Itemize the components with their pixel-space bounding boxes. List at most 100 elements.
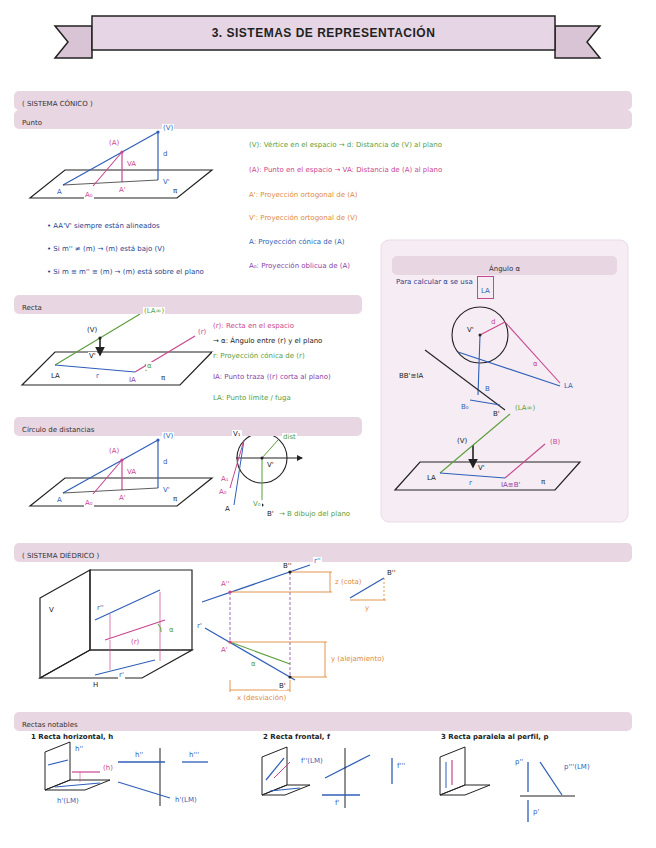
figure-label: r'' [313, 557, 322, 565]
figure-polygon [555, 26, 600, 58]
figure-polygon [90, 570, 192, 650]
figure-label: B₀ [460, 403, 470, 411]
figure-line [451, 760, 452, 785]
section-heading: ( SISTEMA DIÉDRICO ) [14, 551, 107, 561]
figure-line [330, 572, 331, 592]
figure-line [322, 794, 360, 795]
figure-line [105, 620, 165, 640]
dihedral-projection-figure [202, 565, 386, 692]
figure-label: z (cota) [334, 578, 363, 586]
figure-line [230, 592, 231, 642]
figure-label: (A) [108, 447, 120, 455]
figure-line [262, 458, 263, 500]
figure-label: x (desviación) [236, 694, 287, 702]
figure-line [540, 762, 562, 795]
figure-label: π [540, 478, 546, 486]
figure-line [446, 762, 447, 788]
figure-label: f''(LM) [300, 757, 324, 765]
figure-use [30, 438, 212, 506]
figure-line [472, 445, 474, 467]
figure-label: 3 Recta paralela al perfil, p [440, 733, 549, 741]
section-band: Círculo de distancias [14, 417, 362, 436]
figure-label: (V) [162, 432, 174, 440]
figure-label: r' [196, 622, 203, 630]
figure-label: y (alejamiento) [330, 655, 385, 663]
figure-label: B'' [386, 569, 397, 577]
figure-line [182, 761, 208, 762]
figure-label: r: Proyección cónica de (r) [212, 352, 306, 360]
section-heading: ( SISTEMA CÓNICO ) [14, 99, 101, 109]
figure-label: LA [50, 372, 61, 380]
notable-lines-figure [45, 742, 575, 822]
figure-label: r [95, 372, 100, 380]
figure-line [505, 322, 560, 383]
figure-line [325, 642, 326, 677]
figure-label: h'(LM) [56, 797, 80, 805]
figure-line [290, 677, 327, 678]
figure-label: V' [88, 352, 97, 360]
figure-line [345, 748, 346, 808]
figure-label: p'' [514, 758, 524, 766]
figure-line [110, 614, 111, 638]
figure-label: H [92, 681, 99, 689]
figure-label: (B) [549, 438, 561, 446]
figure-label: A₀ [84, 191, 94, 199]
figure-line [262, 440, 278, 458]
figure-polygon [40, 650, 192, 678]
figure-label: (r) [197, 328, 207, 336]
figure-label: LA [426, 474, 437, 482]
figure-label: p' [532, 808, 540, 816]
section-band: Punto [14, 110, 632, 129]
section-heading: Recta [14, 303, 50, 313]
figure-line [274, 762, 290, 778]
figure-label: IA: Punto traza ((r) corta al plano) [212, 373, 332, 381]
figure-label: (A) [108, 139, 120, 147]
figure-label: A [56, 496, 63, 504]
figure-label: LA: Punto límite / fuga [212, 394, 292, 402]
figure-label: h'' [74, 745, 84, 753]
figure-label: • AA'V' siempre están alineados [46, 222, 161, 230]
figure-line [236, 458, 302, 459]
figure-label: A: Proyección cónica de (A) [248, 238, 346, 246]
figure-label: V₀ [252, 500, 262, 508]
figure-label: (r): Recta en el espacio [212, 322, 295, 330]
figure-line [325, 755, 370, 778]
boxed-term: LA [477, 276, 494, 299]
figure-line [55, 783, 100, 787]
figure-line [95, 590, 160, 620]
figure-line [350, 600, 386, 601]
figure-line [80, 772, 81, 782]
panel-note: Para calcular α se usa [396, 278, 473, 286]
figure-label: (V) [456, 437, 468, 445]
figure-circle [228, 640, 231, 643]
figure-label: V' [477, 464, 486, 472]
figure-line [95, 660, 155, 675]
figure-circle [228, 590, 231, 593]
figure-line [270, 788, 300, 791]
figure-label: B'' [282, 562, 293, 570]
figure-line [440, 473, 505, 478]
figure-line [55, 314, 140, 365]
figure-line [527, 762, 528, 792]
figure-label: A [56, 188, 63, 196]
figure-label: α [532, 360, 539, 368]
figure-label: V' [266, 461, 275, 469]
figure-line [230, 440, 244, 488]
figure-label: π [172, 495, 178, 503]
figure-rect [381, 240, 628, 522]
figure-label: V': Proyección ortogonal de (V) [248, 214, 358, 222]
figure-line [99, 338, 101, 355]
boxed-term-text: LA [481, 287, 490, 295]
section-heading: Punto [14, 118, 50, 128]
figure-line [202, 565, 310, 602]
figure-label: VA [126, 160, 137, 168]
dihedral-box-figure [40, 570, 192, 678]
figure-line [391, 758, 392, 784]
figure-line [55, 365, 135, 372]
figure-polygon [395, 462, 580, 490]
side-panel: Ángulo α Para calcular α se usaLA [381, 240, 628, 522]
panel-heading: Ángulo α [489, 265, 520, 273]
figure-line [470, 400, 500, 405]
figure-line [48, 760, 68, 765]
figure-line [478, 335, 480, 395]
